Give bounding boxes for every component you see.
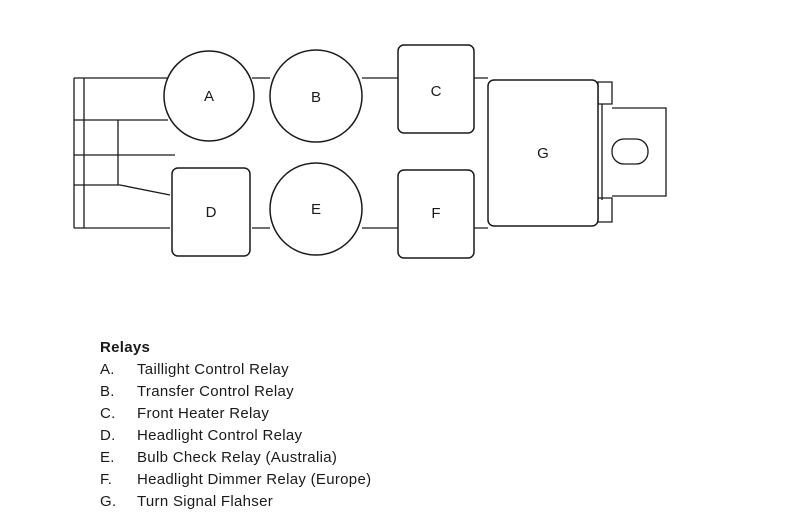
legend-item-text: Front Heater Relay [137, 405, 270, 422]
legend-item: A. Taillight Control Relay [100, 359, 371, 381]
relay-d-label: D [206, 204, 217, 221]
legend-item: G. Turn Signal Flahser [100, 491, 371, 513]
relay-b-label: B [311, 89, 321, 106]
relay-b: B [269, 49, 363, 143]
relay-f: F [397, 169, 475, 259]
bracket-slot [611, 138, 649, 165]
legend-item-text: Taillight Control Relay [137, 361, 289, 378]
legend-item-text: Bulb Check Relay (Australia) [137, 449, 338, 466]
legend-item: F. Headlight Dimmer Relay (Europe) [100, 469, 371, 491]
legend-item-letter: B. [100, 383, 115, 400]
legend-item-letter: A. [100, 361, 115, 378]
legend-item: D. Headlight Control Relay [100, 425, 371, 447]
relay-legend: Relays A. Taillight Control Relay B. Tra… [100, 337, 371, 513]
relay-c: C [397, 44, 475, 134]
legend-item-letter: G. [100, 493, 117, 510]
base-plate-outline [73, 77, 488, 229]
relay-d: D [171, 167, 251, 257]
legend-title: Relays [100, 339, 151, 356]
legend-item-letter: D. [100, 427, 116, 444]
relay-g: G [487, 79, 599, 227]
relay-c-label: C [431, 83, 442, 100]
legend-item-text: Headlight Dimmer Relay (Europe) [137, 471, 372, 488]
relay-e: E [269, 162, 363, 256]
relay-g-label: G [537, 145, 549, 162]
relay-f-label: F [431, 205, 440, 222]
relay-layout-diagram: A B C D E F G [73, 44, 667, 259]
left-connector-lines [74, 78, 175, 228]
legend-item: E. Bulb Check Relay (Australia) [100, 447, 371, 469]
legend-item-text: Headlight Control Relay [137, 427, 303, 444]
legend-item-text: Turn Signal Flahser [137, 493, 274, 510]
right-bracket-outline [597, 81, 667, 223]
legend-item: C. Front Heater Relay [100, 403, 371, 425]
relay-a-label: A [204, 88, 214, 105]
relay-a: A [163, 50, 255, 142]
legend-item: B. Transfer Control Relay [100, 381, 371, 403]
legend-item-text: Transfer Control Relay [137, 383, 294, 400]
legend-item-letter: E. [100, 449, 115, 466]
legend-item-letter: C. [100, 405, 116, 422]
relay-e-label: E [311, 201, 321, 218]
legend-item-letter: F. [100, 471, 113, 488]
